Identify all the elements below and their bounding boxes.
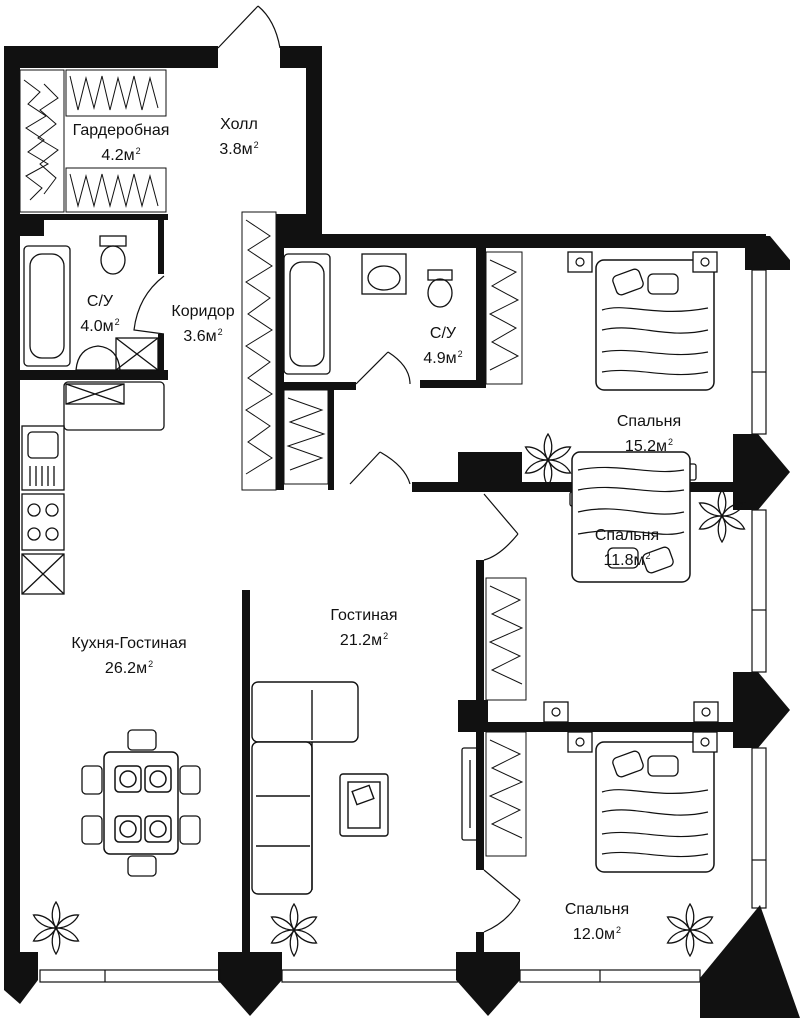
room-label-hall: Холл 3.8м2 <box>219 114 258 160</box>
room-name: С/У <box>429 325 457 342</box>
room-label-bath-2: С/У 4.9м2 <box>423 323 462 369</box>
room-name: Гостиная <box>330 607 398 624</box>
sofa <box>251 681 359 895</box>
wardrobes <box>19 69 527 857</box>
room-label-corridor: Коридор 3.6м2 <box>171 301 234 347</box>
room-area: 3.8м2 <box>219 140 259 158</box>
room-label-wardrobe: Гардеробная 4.2м2 <box>73 120 170 166</box>
coffee-table <box>339 773 389 837</box>
room-label-bath-1: С/У 4.0м2 <box>80 291 119 337</box>
room-label-kitchen-living: Кухня-Гостиная 26.2м2 <box>71 633 186 679</box>
room-area: 4.9м2 <box>423 349 463 367</box>
room-area: 26.2м2 <box>104 659 154 677</box>
dining-table-set <box>81 729 201 877</box>
room-name: С/У <box>86 293 114 310</box>
room-area: 15.2м2 <box>624 437 674 455</box>
room-area: 3.6м2 <box>183 327 223 345</box>
room-area: 21.2м2 <box>339 631 389 649</box>
walls <box>4 46 800 1018</box>
room-name: Коридор <box>171 303 235 320</box>
room-area: 4.0м2 <box>80 317 120 335</box>
room-label-bedroom-1: Спальня 15.2м2 <box>617 411 681 457</box>
bathroom-fixtures <box>23 235 453 375</box>
windows <box>39 269 767 983</box>
room-label-living-room: Гостиная 21.2м2 <box>330 605 397 651</box>
room-name: Кухня-Гостиная <box>71 635 187 652</box>
room-area: 12.0м2 <box>572 925 622 943</box>
kitchen <box>21 381 165 595</box>
room-name: Спальня <box>616 413 682 430</box>
room-label-bedroom-2: Спальня 11.8м2 <box>595 525 659 571</box>
room-name: Спальня <box>594 527 660 544</box>
room-area: 11.8м2 <box>603 551 651 569</box>
room-label-bedroom-3: Спальня 12.0м2 <box>565 899 629 945</box>
bed-bedroom-1 <box>595 259 715 391</box>
doors <box>133 5 521 933</box>
room-name: Гардеробная <box>72 122 170 139</box>
room-name: Холл <box>220 116 258 133</box>
bed-bedroom-3 <box>595 741 715 873</box>
room-area: 4.2м2 <box>101 146 141 164</box>
room-name: Спальня <box>564 901 630 918</box>
